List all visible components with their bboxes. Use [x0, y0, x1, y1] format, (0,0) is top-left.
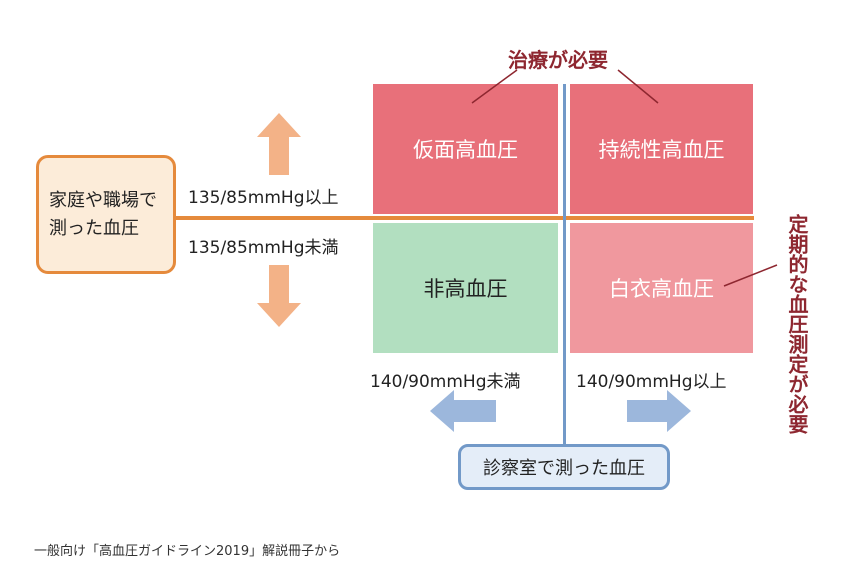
- non-hypertension-label: 非高血圧: [423, 277, 508, 301]
- arrow-up-icon: [257, 113, 301, 175]
- home-threshold-line: [176, 216, 754, 220]
- office-below-threshold-label: 140/90mmHg未満: [370, 372, 521, 392]
- home-measurement-box: 家庭や職場で 測った血圧: [36, 155, 176, 274]
- white-coat-hypertension-label: 白衣高血圧: [609, 277, 714, 301]
- home-below-threshold-label: 135/85mmHg未満: [188, 238, 339, 258]
- treatment-needed-label: 治療が必要: [508, 48, 608, 72]
- white-coat-hypertension-cell: 白衣高血圧: [570, 223, 753, 353]
- sustained-hypertension-cell: 持続性高血圧: [570, 84, 753, 214]
- home-above-threshold-label: 135/85mmHg以上: [188, 188, 339, 208]
- source-caption: 一般向け「高血圧ガイドライン2019」解説冊子から: [34, 544, 341, 559]
- office-above-threshold-label: 140/90mmHg以上: [576, 372, 727, 392]
- non-hypertension-cell: 非高血圧: [373, 223, 558, 353]
- regular-measurement-note: 定期的な血圧測定が必要: [785, 214, 809, 434]
- sustained-hypertension-label: 持続性高血圧: [598, 138, 725, 162]
- home-measurement-label-line2: 測った血圧: [49, 217, 139, 239]
- masked-hypertension-cell: 仮面高血圧: [373, 84, 558, 214]
- arrow-down-icon: [257, 265, 301, 327]
- office-measurement-box: 診察室で測った血圧: [458, 444, 670, 490]
- arrow-right-icon: [627, 390, 691, 432]
- home-measurement-label-line1: 家庭や職場で: [49, 189, 157, 211]
- office-threshold-line: [563, 84, 566, 446]
- masked-hypertension-label: 仮面高血圧: [413, 138, 518, 162]
- office-measurement-label: 診察室で測った血圧: [483, 458, 645, 479]
- arrow-left-icon: [430, 390, 496, 432]
